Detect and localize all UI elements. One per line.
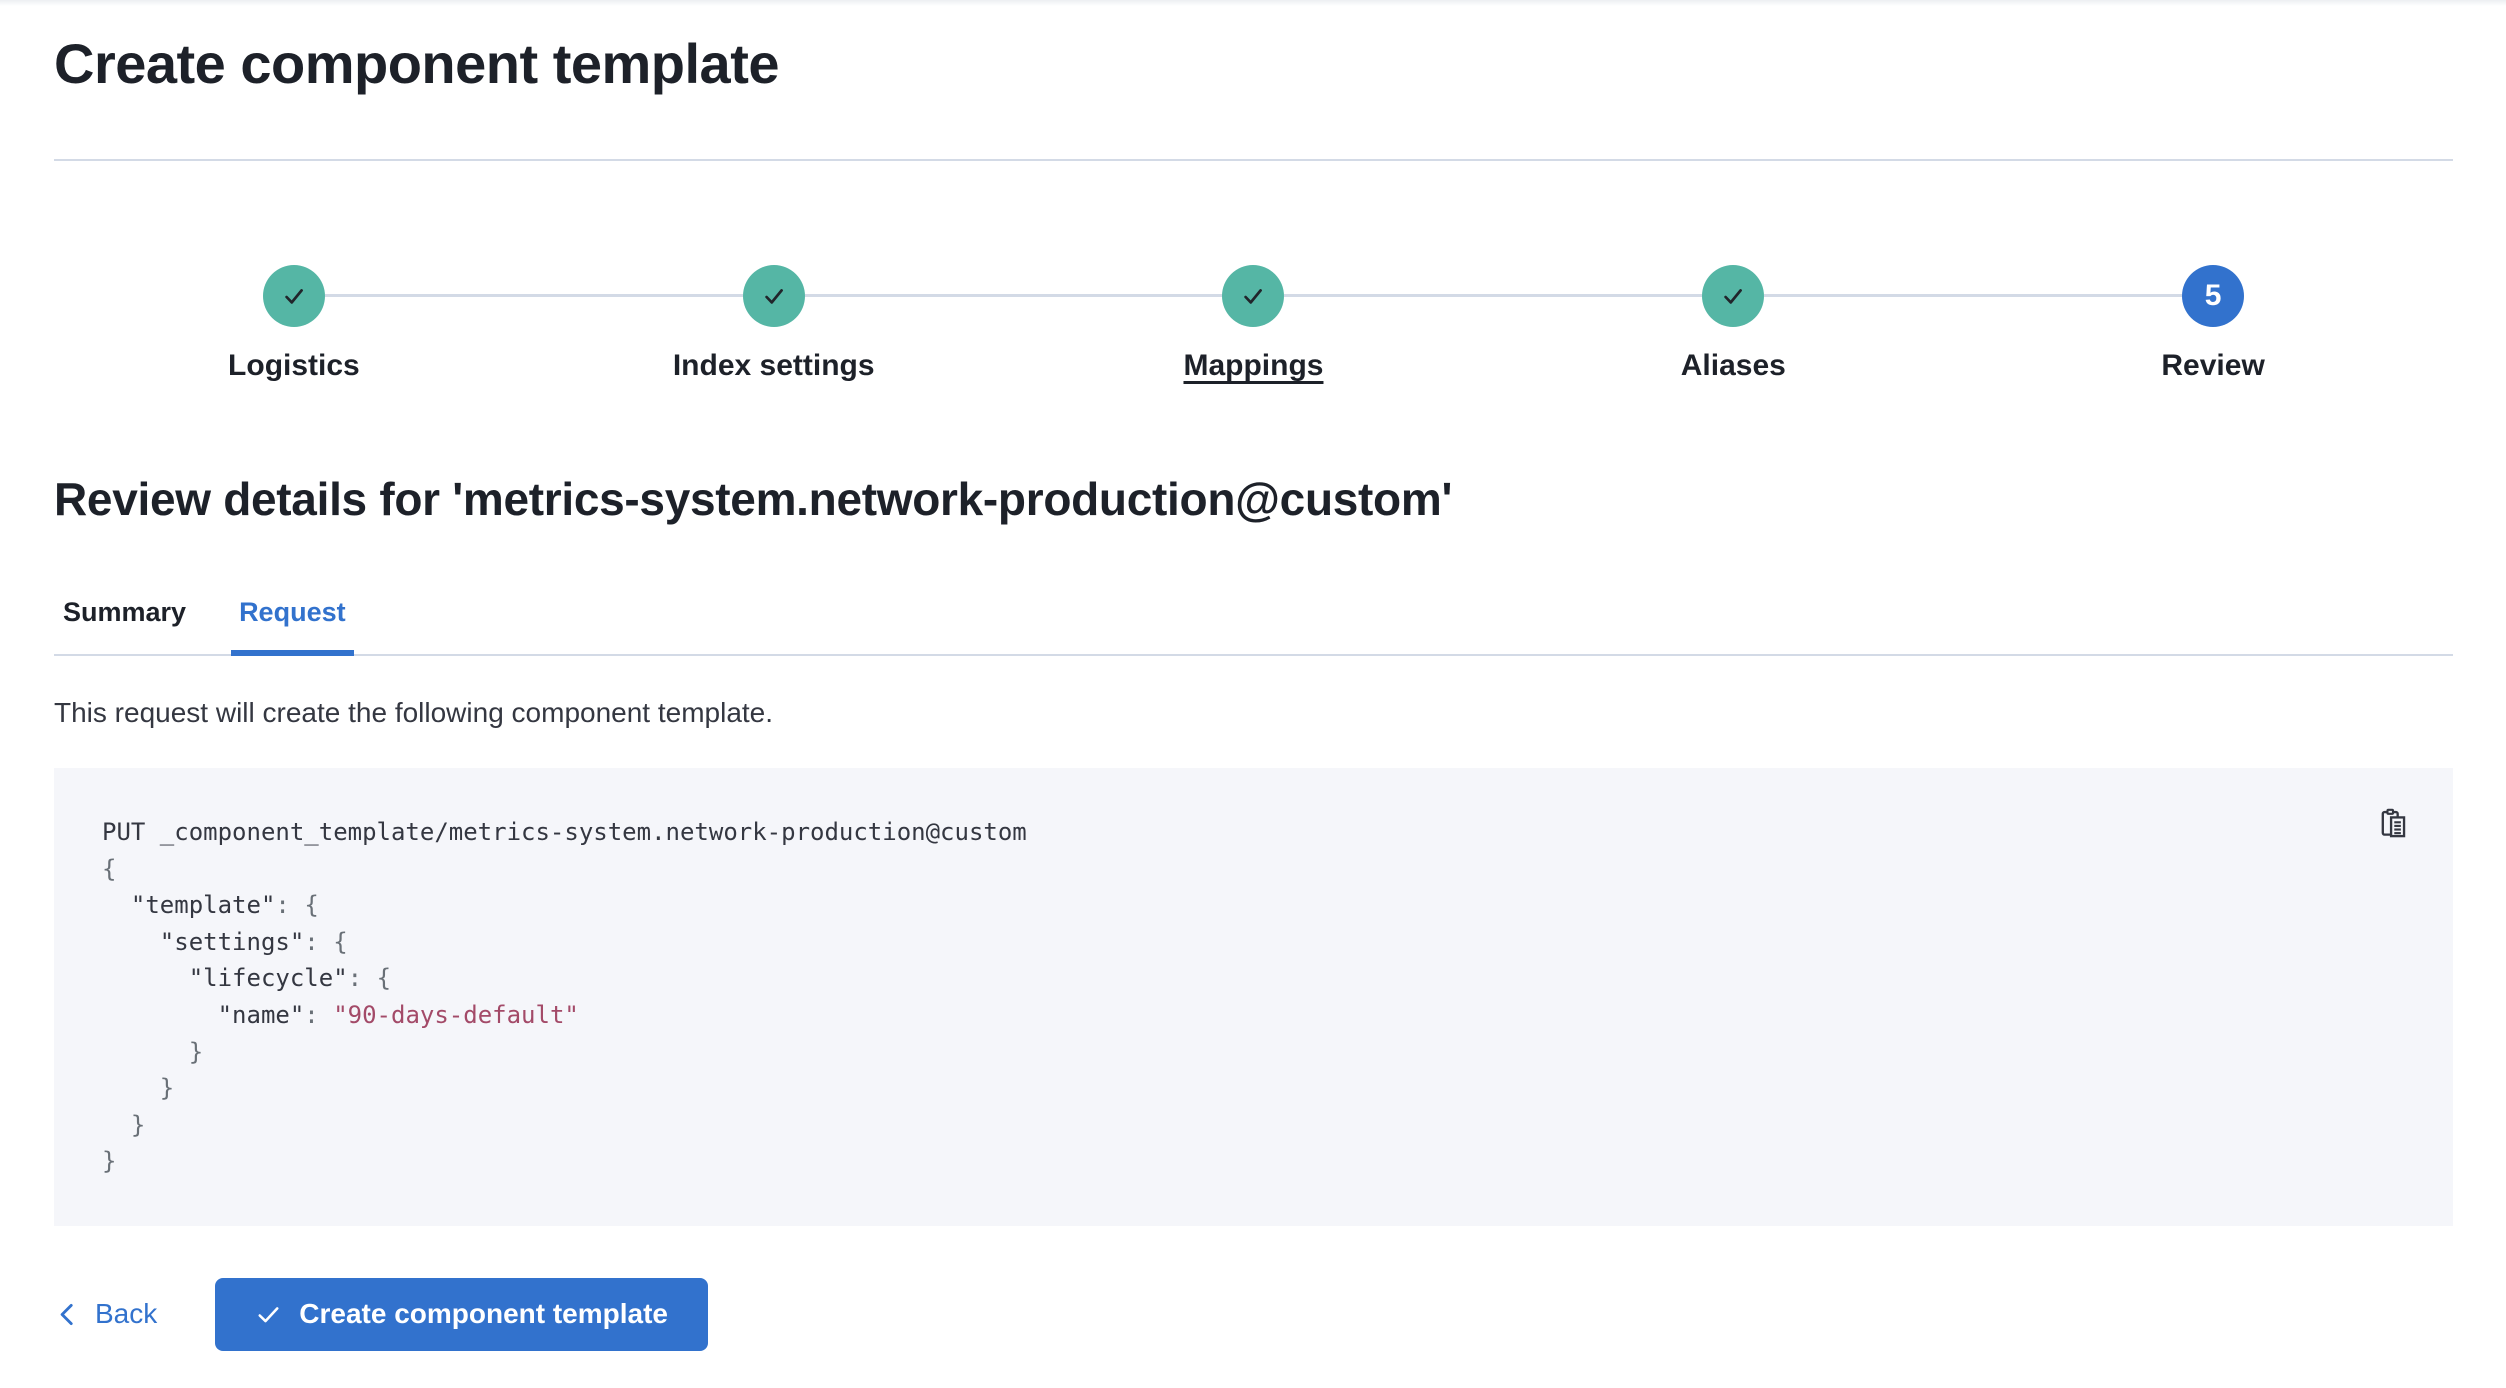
create-component-template-page: Create component template Logistics Index… (54, 32, 2453, 1351)
step-label: Review (2161, 349, 2265, 382)
code-token: { (376, 964, 392, 993)
page-title: Create component template (54, 32, 780, 95)
check-icon (1724, 289, 1743, 304)
code-token: : (304, 1000, 334, 1029)
code-token: "90-days-default" (333, 1000, 579, 1029)
code-token: : (347, 964, 377, 993)
footer-actions: Back Create component template (54, 1277, 2453, 1351)
review-heading: Review details for 'metrics-system.netwo… (54, 473, 1453, 525)
title-divider (54, 159, 2453, 161)
code-line: } (102, 1107, 2405, 1144)
code-token: } (102, 1037, 204, 1066)
code-token: } (102, 1074, 175, 1103)
step-aliases[interactable]: Aliases (1284, 265, 1973, 383)
code-line: "template": { (102, 887, 2405, 924)
code-token: { (304, 891, 319, 920)
code-token: "settings" (159, 927, 305, 956)
step-logistics[interactable]: Logistics (54, 265, 534, 383)
code-line: "lifecycle": { (102, 960, 2405, 997)
code-token (102, 891, 131, 919)
step-complete-circle (742, 265, 805, 327)
code-token (102, 928, 160, 956)
code-token (102, 1001, 218, 1029)
back-button[interactable]: Back (54, 1298, 157, 1330)
code-token: "lifecycle" (188, 964, 348, 993)
request-code: PUT _component_template/metrics-system.n… (102, 814, 2405, 1180)
code-line: "settings": { (102, 924, 2405, 961)
chevron-left-icon (60, 1303, 73, 1325)
step-label[interactable]: Mappings (1183, 349, 1324, 382)
code-token: "template" (130, 891, 276, 920)
check-icon (258, 1307, 279, 1323)
tab-request[interactable]: Request (231, 597, 354, 656)
code-token: { (102, 854, 117, 883)
request-description: This request will create the following c… (54, 697, 774, 728)
step-complete-circle (262, 265, 325, 327)
code-line: PUT _component_template/metrics-system.n… (102, 814, 2405, 851)
copy-to-clipboard-button[interactable] (2371, 802, 2415, 846)
code-token: } (102, 1110, 146, 1139)
check-icon (285, 289, 303, 304)
code-token: { (333, 927, 348, 956)
step-current-circle: 5 (2182, 265, 2245, 327)
code-token: : (304, 927, 334, 956)
code-line: "name": "90-days-default" (102, 997, 2405, 1034)
step-number: 5 (2204, 279, 2222, 312)
step-label[interactable]: Aliases (1680, 349, 1786, 382)
code-token: : (275, 891, 305, 920)
code-token: PUT _component_template/metrics-system.n… (102, 818, 1027, 846)
check-icon (1244, 289, 1263, 304)
step-label[interactable]: Index settings (672, 349, 875, 382)
step-label[interactable]: Logistics (228, 349, 360, 382)
code-token: "name" (217, 1000, 305, 1029)
request-code-block: PUT _component_template/metrics-system.n… (54, 768, 2453, 1226)
code-line: { (102, 851, 2405, 888)
tab-summary[interactable]: Summary (60, 597, 189, 654)
code-line: } (102, 1070, 2405, 1107)
step-index-settings[interactable]: Index settings (324, 265, 1014, 383)
code-token (102, 964, 189, 992)
code-line: } (102, 1143, 2405, 1180)
tabs: Summary Request (54, 597, 2453, 656)
step-complete-circle (1222, 265, 1285, 327)
step-complete-circle (1702, 265, 1765, 327)
top-edge-shadow (0, 0, 2506, 6)
code-token: } (102, 1147, 117, 1176)
create-component-template-button[interactable]: Create component template (215, 1277, 708, 1351)
code-line: } (102, 1034, 2405, 1071)
step-mappings[interactable]: Mappings (804, 265, 1494, 383)
back-button-label: Back (95, 1298, 158, 1330)
copy-clipboard-icon (2381, 808, 2406, 838)
check-icon (764, 289, 783, 304)
create-button-label: Create component template (299, 1298, 668, 1330)
